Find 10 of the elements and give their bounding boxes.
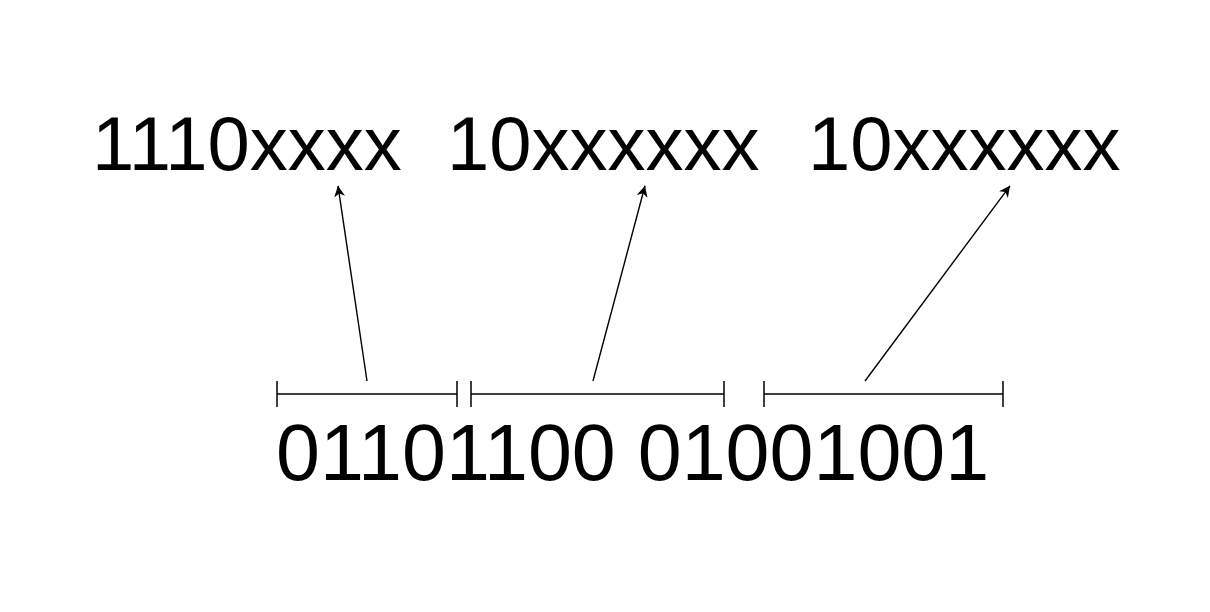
binary-value-text: 01101100 01001001 — [276, 412, 990, 495]
bracket-line — [276, 381, 458, 407]
bit-pattern-text: 1110xxxx — [92, 104, 402, 184]
bit-pattern-text: 10xxxxxx — [447, 104, 760, 184]
bracket-line — [470, 381, 725, 407]
bracket-line — [763, 381, 1004, 407]
arrow — [592, 185, 648, 382]
bit-pattern-text: 10xxxxxx — [808, 104, 1121, 184]
arrow — [864, 185, 1011, 382]
arrow — [334, 185, 368, 382]
